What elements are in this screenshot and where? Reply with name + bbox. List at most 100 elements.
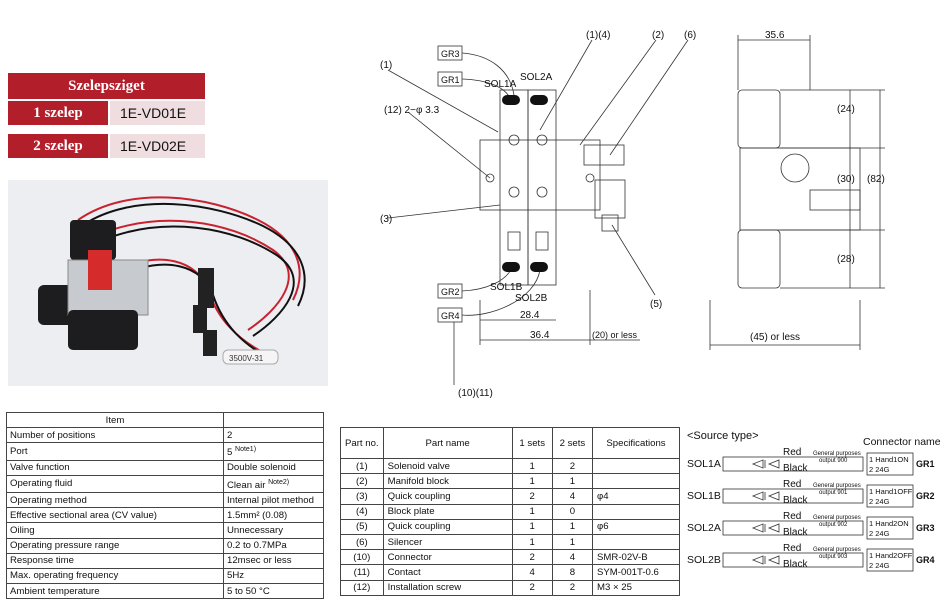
svg-text:1 Hand1OFF: 1 Hand1OFF [869,487,913,496]
variant-row: 1 szelep 1E-VD01E [8,99,205,125]
variant-label: 1 szelep [8,99,108,125]
cable-label: 3500V-31 [229,354,264,363]
svg-text:28.4: 28.4 [520,310,540,321]
parts-table: Part no. Part name 1 sets 2 sets Specifi… [340,427,680,596]
svg-text:Black: Black [783,463,808,474]
svg-text:SOL1A: SOL1A [484,79,517,90]
svg-text:output 900: output 900 [819,458,848,464]
source-type-title: <Source type> [687,430,759,442]
spec-header-empty [223,411,324,429]
svg-text:(24): (24) [837,104,855,115]
svg-text:SOL2B: SOL2B [687,554,721,566]
spec-item: Operating method [6,491,224,509]
svg-text:(6): (6) [684,30,696,41]
svg-text:SOL1B: SOL1B [687,490,721,502]
svg-text:GR1: GR1 [916,459,935,469]
variant-table-title: Szelepsziget [8,73,205,99]
spec-value: 1.5mm² (0.08) [223,507,324,524]
spec-item: Ambient temperature [6,583,224,600]
svg-text:35.6: 35.6 [765,30,785,41]
svg-text:General purposes: General purposes [813,515,861,521]
svg-text:1 Hand2OFF: 1 Hand2OFF [869,551,913,560]
svg-text:Red: Red [783,479,801,490]
spec-value: 5 Note1) [223,442,324,461]
svg-text:GR1: GR1 [441,75,460,85]
variant-code: 1E-VD02E [108,132,205,158]
col-header: Specifications [592,427,680,459]
spec-value: Unnecessary [223,522,324,539]
svg-text:(5): (5) [650,299,662,310]
svg-text:2 24G: 2 24G [869,561,890,570]
svg-text:Black: Black [783,495,808,506]
svg-text:1 Hand2ON: 1 Hand2ON [869,519,909,528]
svg-text:(1)(4): (1)(4) [586,30,610,41]
svg-text:(82): (82) [867,174,885,185]
source-type-wiring: <Source type> Connector name SOL1A SOL1B… [687,430,941,572]
svg-text:General purposes: General purposes [813,547,861,553]
svg-text:SOL2B: SOL2B [515,293,548,304]
spec-value: 2 [223,427,324,444]
spec-value: 5 to 50 °C [223,583,324,600]
svg-text:SOL2A: SOL2A [520,72,553,83]
col-header: 1 sets [511,427,553,459]
spec-item: Max. operating frequency [6,567,224,585]
spec-item: Response time [6,552,224,569]
svg-text:General purposes: General purposes [813,483,861,489]
spec-item: Oiling [6,522,224,539]
svg-text:2 24G: 2 24G [869,465,890,474]
table-row: Effective sectional area (CV value)1.5mm… [6,507,324,524]
spec-item: Effective sectional area (CV value) [6,507,224,524]
variant-row: 2 szelep 1E-VD02E [8,132,205,158]
spec-item: Valve function [6,459,224,476]
variant-code: 1E-VD01E [108,99,205,125]
spec-header: Item [6,411,224,429]
svg-text:(45) or less: (45) or less [750,332,800,343]
svg-text:(30): (30) [837,174,855,185]
col-header: Part name [382,427,513,459]
svg-text:GR2: GR2 [441,287,460,297]
svg-text:GR4: GR4 [916,555,935,565]
svg-text:GR2: GR2 [916,491,935,501]
product-photo: 3500V-31 [8,180,328,386]
svg-text:Black: Black [783,527,808,538]
svg-text:(12) 2−φ 3.3: (12) 2−φ 3.3 [384,105,440,116]
spec-value: 0.2 to 0.7MPa [223,537,324,554]
variant-label: 2 szelep [8,132,108,158]
svg-text:SOL1A: SOL1A [687,458,721,470]
svg-text:output 903: output 903 [819,554,848,560]
svg-text:Black: Black [783,559,808,570]
svg-text:Red: Red [783,543,801,554]
svg-text:General purposes: General purposes [813,451,861,457]
svg-text:SOL1B: SOL1B [490,282,523,293]
col-header: 2 sets [551,427,594,459]
connector-name-title: Connector name [863,436,941,448]
svg-text:(10)(11): (10)(11) [458,388,493,399]
spec-value: Double solenoid [223,459,324,476]
svg-text:(28): (28) [837,254,855,265]
spec-item: Operating fluid [6,474,224,493]
svg-text:(3): (3) [380,214,392,225]
svg-text:1 Hand1ON: 1 Hand1ON [869,455,909,464]
svg-text:Red: Red [783,447,801,458]
svg-text:(1): (1) [380,60,392,71]
spec-value: Clean air Note2) [223,474,324,493]
parts-header-row: Part no. Part name 1 sets 2 sets Specifi… [340,427,680,459]
spec-value: 5Hz [223,567,324,585]
col-header: Part no. [340,427,384,459]
svg-text:output 902: output 902 [819,522,848,528]
svg-text:(20) or less: (20) or less [592,330,638,340]
